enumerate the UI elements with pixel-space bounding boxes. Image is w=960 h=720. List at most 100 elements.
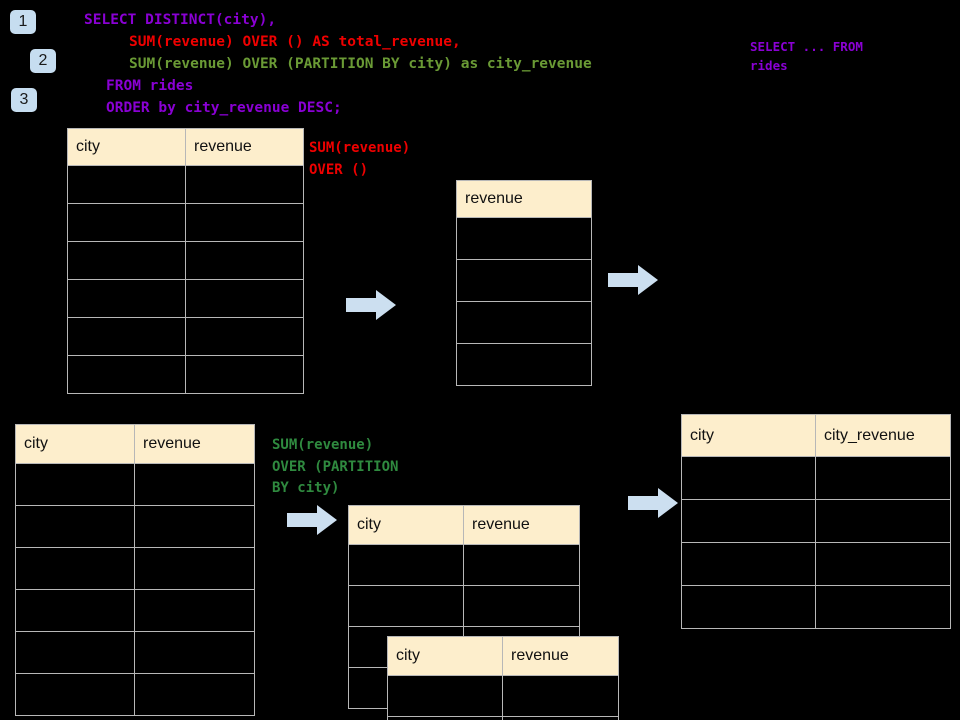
step-badge-1: 1 — [10, 10, 36, 34]
cell-revenue — [456, 217, 592, 260]
table-row — [67, 279, 304, 318]
cell-city — [348, 544, 464, 586]
annotation-source-select: SELECT ... FROM rides — [750, 39, 863, 73]
table-row — [387, 716, 619, 720]
cell-city-revenue — [815, 542, 951, 586]
cell-city — [15, 589, 135, 632]
column-header-city: city — [15, 424, 135, 464]
column-header-revenue: revenue — [463, 505, 580, 545]
column-header-city-revenue: city_revenue — [815, 414, 951, 457]
table-row — [15, 589, 255, 632]
cell-revenue — [456, 343, 592, 386]
table-row — [456, 259, 592, 302]
cell-city — [681, 585, 816, 629]
table-row — [456, 301, 592, 344]
table-rides-bottom: city revenue — [15, 424, 255, 716]
table-row — [456, 343, 592, 386]
column-header-revenue: revenue — [185, 128, 304, 166]
cell-city — [67, 279, 186, 318]
table-partition-front: city revenue — [387, 636, 619, 720]
cell-revenue — [134, 463, 255, 506]
table-row — [681, 542, 951, 586]
table-header-row: city revenue — [67, 128, 304, 166]
table-row — [456, 217, 592, 260]
table-header-row: city revenue — [348, 505, 580, 545]
column-header-city: city — [67, 128, 186, 166]
column-header-revenue: revenue — [502, 636, 619, 676]
table-row — [15, 631, 255, 674]
sql-line-select: SELECT DISTINCT(city), — [84, 12, 277, 28]
table-header-row: city city_revenue — [681, 414, 951, 457]
cell-city-revenue — [815, 585, 951, 629]
table-row — [15, 673, 255, 716]
column-header-revenue: revenue — [456, 180, 592, 218]
table-header-row: city revenue — [15, 424, 255, 464]
sql-line-total-revenue: SUM(revenue) OVER () AS total_revenue, — [129, 34, 461, 50]
table-row — [67, 203, 304, 242]
cell-revenue — [134, 631, 255, 674]
step-badge-2: 2 — [30, 49, 56, 73]
cell-revenue — [134, 589, 255, 632]
cell-city — [67, 317, 186, 356]
cell-city — [15, 673, 135, 716]
table-row — [67, 317, 304, 356]
table-row — [67, 241, 304, 280]
arrow-sum-to-result — [608, 265, 658, 295]
sql-line-order-by: ORDER by city_revenue DESC; — [106, 100, 342, 116]
cell-revenue — [185, 241, 304, 280]
arrow-partition-to-result — [628, 488, 678, 518]
cell-revenue — [185, 317, 304, 356]
cell-revenue — [456, 301, 592, 344]
cell-revenue — [456, 259, 592, 302]
cell-city — [15, 505, 135, 548]
table-row — [681, 585, 951, 629]
cell-city-revenue — [815, 456, 951, 500]
table-rides-top: city revenue — [67, 128, 304, 394]
table-row — [387, 675, 619, 717]
cell-revenue — [185, 165, 304, 204]
table-row — [681, 456, 951, 500]
table-header-row: city revenue — [387, 636, 619, 676]
table-row — [348, 585, 580, 627]
table-row — [15, 463, 255, 506]
table-row — [15, 505, 255, 548]
arrow-rides-to-sum — [346, 290, 396, 320]
cell-city — [67, 355, 186, 394]
annotation-total-revenue: SUM(revenue) OVER () — [309, 140, 411, 178]
cell-city — [15, 463, 135, 506]
cell-city — [681, 499, 816, 543]
cell-city-revenue — [815, 499, 951, 543]
cell-city — [681, 456, 816, 500]
cell-revenue — [463, 544, 580, 586]
table-row — [348, 544, 580, 586]
cell-revenue — [502, 675, 619, 717]
cell-revenue — [134, 547, 255, 590]
cell-city — [15, 631, 135, 674]
cell-city — [387, 675, 503, 717]
annotation-city-revenue: SUM(revenue) OVER (PARTITION BY city) — [272, 437, 399, 496]
cell-city — [67, 165, 186, 204]
table-header-row: revenue — [456, 180, 592, 218]
cell-revenue — [134, 673, 255, 716]
cell-revenue — [134, 505, 255, 548]
step-badge-3: 3 — [11, 88, 37, 112]
table-row — [67, 165, 304, 204]
cell-city — [681, 542, 816, 586]
column-header-city: city — [348, 505, 464, 545]
sql-line-from: FROM rides — [106, 78, 194, 94]
cell-revenue — [463, 585, 580, 627]
cell-city — [348, 585, 464, 627]
table-row — [67, 355, 304, 394]
cell-revenue — [185, 355, 304, 394]
table-result: city city_revenue — [681, 414, 951, 629]
arrow-rides-to-partition — [287, 505, 337, 535]
cell-revenue — [185, 203, 304, 242]
cell-city — [15, 547, 135, 590]
column-header-revenue: revenue — [134, 424, 255, 464]
cell-city — [67, 203, 186, 242]
table-row — [15, 547, 255, 590]
column-header-city: city — [387, 636, 503, 676]
table-row — [681, 499, 951, 543]
column-header-city: city — [681, 414, 816, 457]
